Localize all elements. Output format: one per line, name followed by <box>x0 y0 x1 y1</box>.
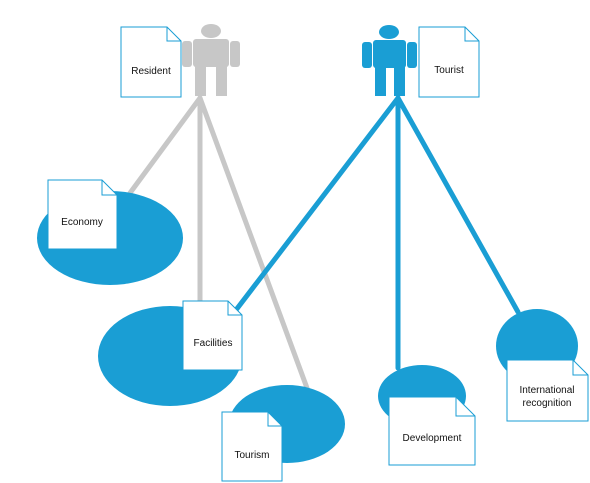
links-layer <box>127 95 521 391</box>
note-label-tourist: Tourist <box>434 65 464 76</box>
note-label-international-line1: International <box>519 385 574 396</box>
note-label-international-line2: recognition <box>523 398 572 409</box>
link-resident-tourism <box>197 95 310 391</box>
note-icon <box>221 411 283 482</box>
note-international: International recognition <box>506 359 589 422</box>
note-icon <box>388 396 476 466</box>
note-icon <box>182 300 243 371</box>
note-fold <box>464 27 479 42</box>
note-fold <box>572 360 588 376</box>
link-resident-economy <box>127 95 203 196</box>
note-label-tourism: Tourism <box>234 450 269 461</box>
note-economy: Economy <box>47 179 118 250</box>
note-fold <box>455 397 475 417</box>
link-tourist-facilities <box>233 95 401 313</box>
note-fold <box>267 412 282 427</box>
note-tourist: Tourist <box>418 26 480 98</box>
note-facilities: Facilities <box>182 300 243 371</box>
note-label-economy: Economy <box>61 217 103 228</box>
tourist-figure <box>362 25 417 96</box>
note-label-facilities: Facilities <box>194 338 233 349</box>
note-resident: Resident <box>120 26 182 98</box>
person-icon <box>362 25 417 96</box>
note-icon <box>47 179 118 250</box>
note-tourism: Tourism <box>221 411 283 482</box>
note-label-resident: Resident <box>131 66 171 77</box>
note-fold <box>166 27 181 42</box>
link-tourist-international <box>395 95 521 315</box>
note-label-development: Development <box>403 433 462 444</box>
resident-figure <box>182 24 240 96</box>
topics-layer <box>37 191 578 463</box>
note-icon <box>120 26 182 98</box>
note-fold <box>101 180 117 196</box>
person-icon <box>182 24 240 96</box>
note-icon <box>418 26 480 98</box>
note-icon <box>506 359 589 422</box>
note-development: Development <box>388 396 476 466</box>
note-fold <box>227 301 242 316</box>
